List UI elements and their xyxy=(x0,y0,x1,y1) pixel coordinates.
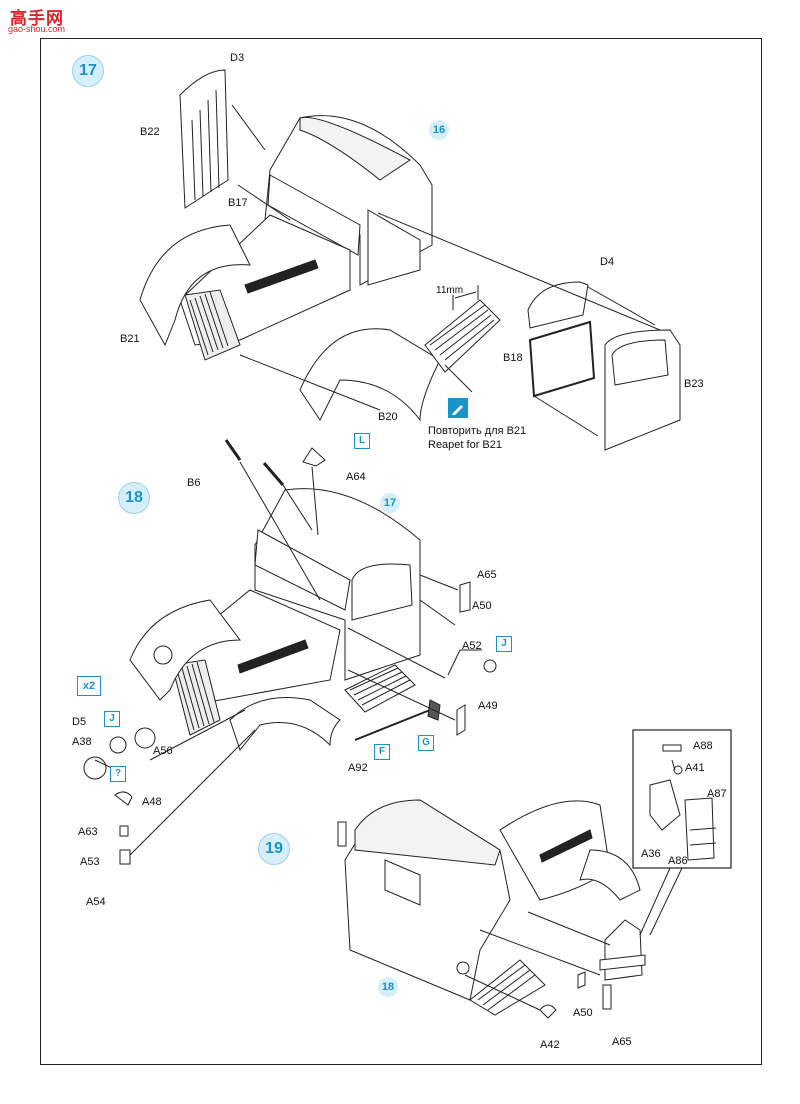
step-number-19: 19 xyxy=(258,833,290,865)
label-a50: A50 xyxy=(472,600,492,612)
multiplier-x2: x2 xyxy=(77,676,101,696)
watermark-title: 高手网 xyxy=(10,9,64,29)
note-repeat-en: Reapet for B21 xyxy=(428,439,502,451)
label-a88: A88 xyxy=(693,740,713,752)
label-a50-step19: A50 xyxy=(573,1007,593,1019)
watermark-logo: 高手网 gao-shou.com xyxy=(4,4,70,34)
label-a63: A63 xyxy=(78,826,98,838)
color-tag-f: F xyxy=(374,744,390,760)
repeat-pencil-icon xyxy=(448,398,468,418)
step17-cab-drawing xyxy=(139,69,681,451)
color-tag-l: L xyxy=(354,433,370,449)
ref-step-16: 16 xyxy=(429,120,449,140)
step19-cab-drawing xyxy=(337,729,732,1019)
watermark-url: gao-shou.com xyxy=(8,24,66,34)
label-a36: A36 xyxy=(641,848,661,860)
color-tag-g: G xyxy=(418,735,434,751)
label-a54: A54 xyxy=(86,896,106,908)
label-b6: B6 xyxy=(187,477,201,489)
ref-step-18: 18 xyxy=(378,977,398,997)
label-b18: B18 xyxy=(503,352,523,364)
label-a41: A41 xyxy=(685,762,705,774)
label-a48: A48 xyxy=(142,796,162,808)
note-repeat-ru: Повторить для B21 xyxy=(428,425,527,437)
label-a38: A38 xyxy=(72,736,92,748)
label-a65: A65 xyxy=(477,569,497,581)
label-a86: A86 xyxy=(668,855,688,867)
label-a64: A64 xyxy=(346,471,366,483)
label-b21: B21 xyxy=(120,333,140,345)
dimension-label: 11mm xyxy=(436,285,464,296)
label-d5: D5 xyxy=(72,716,87,728)
label-a65-step19: A65 xyxy=(612,1036,632,1048)
label-d3: D3 xyxy=(230,52,245,64)
label-d4: D4 xyxy=(600,256,615,268)
label-b20: B20 xyxy=(378,411,398,423)
label-a87: A87 xyxy=(707,788,727,800)
color-tag-question: ? xyxy=(110,766,126,782)
step-number-17: 17 xyxy=(72,55,104,87)
label-b17: B17 xyxy=(228,197,248,209)
step18-cab-drawing xyxy=(83,439,497,865)
label-a56: A56 xyxy=(153,745,173,757)
ref-step-17: 17 xyxy=(380,493,400,513)
label-b22: B22 xyxy=(140,126,160,138)
instruction-frame xyxy=(40,38,762,1065)
label-a42: A42 xyxy=(540,1039,560,1051)
label-b23: B23 xyxy=(684,378,704,390)
label-a49: A49 xyxy=(478,700,498,712)
label-a52: A52 xyxy=(462,640,482,652)
step-number-18: 18 xyxy=(118,482,150,514)
label-a92: A92 xyxy=(348,762,368,774)
label-a53: A53 xyxy=(80,856,100,868)
color-tag-j: J xyxy=(496,636,512,652)
color-tag-j-headlight: J xyxy=(104,711,120,727)
